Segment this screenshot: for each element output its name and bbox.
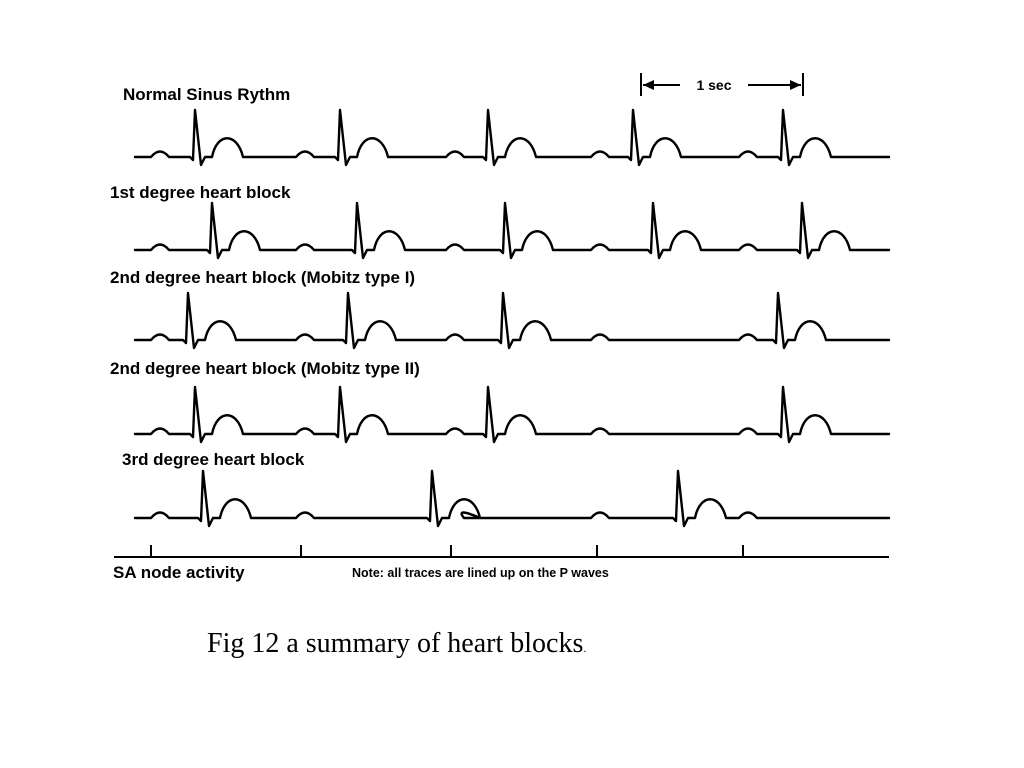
ecg-trace-normal-sinus	[133, 108, 891, 167]
alignment-note: Note: all traces are lined up on the P w…	[352, 566, 609, 580]
sa-node-label: SA node activity	[113, 563, 245, 582]
ecg-trace-mobitz-2	[133, 385, 891, 444]
scale-label: 1 sec	[696, 77, 731, 93]
row-label-first-degree: 1st degree heart block	[110, 183, 291, 202]
ecg-trace-third-degree	[133, 469, 891, 528]
scale-arrowhead-left	[643, 80, 654, 90]
row-label-normal-sinus: Normal Sinus Rythm	[123, 85, 290, 104]
figure-caption: Fig 12 a summary of heart blocks.	[207, 628, 586, 660]
row-label-mobitz-1: 2nd degree heart block (Mobitz type I)	[110, 268, 415, 287]
row-label-mobitz-2: 2nd degree heart block (Mobitz type II)	[110, 359, 420, 378]
caption-period: .	[583, 641, 587, 655]
sa-node-axis	[114, 545, 889, 558]
row-label-third-degree: 3rd degree heart block	[122, 450, 305, 469]
ecg-trace-first-degree	[133, 201, 891, 260]
scale-arrowhead-right	[790, 80, 801, 90]
caption-text: Fig 12 a summary of heart blocks	[207, 628, 584, 659]
ecg-trace-mobitz-1	[133, 291, 891, 350]
time-scale: 1 sec	[640, 73, 804, 96]
